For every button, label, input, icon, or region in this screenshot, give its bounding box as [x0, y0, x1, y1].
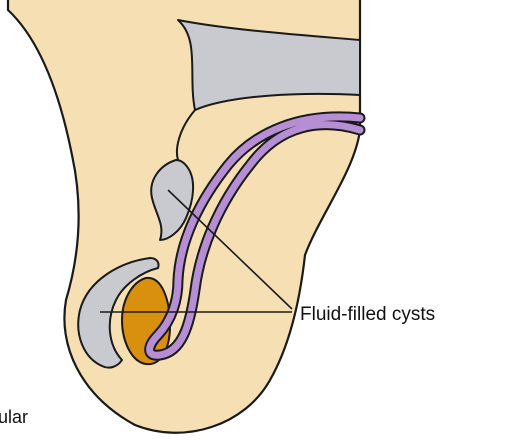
label-partial-text: ular: [0, 408, 28, 426]
label-fluid-filled-cysts: Fluid-filled cysts: [300, 305, 435, 324]
